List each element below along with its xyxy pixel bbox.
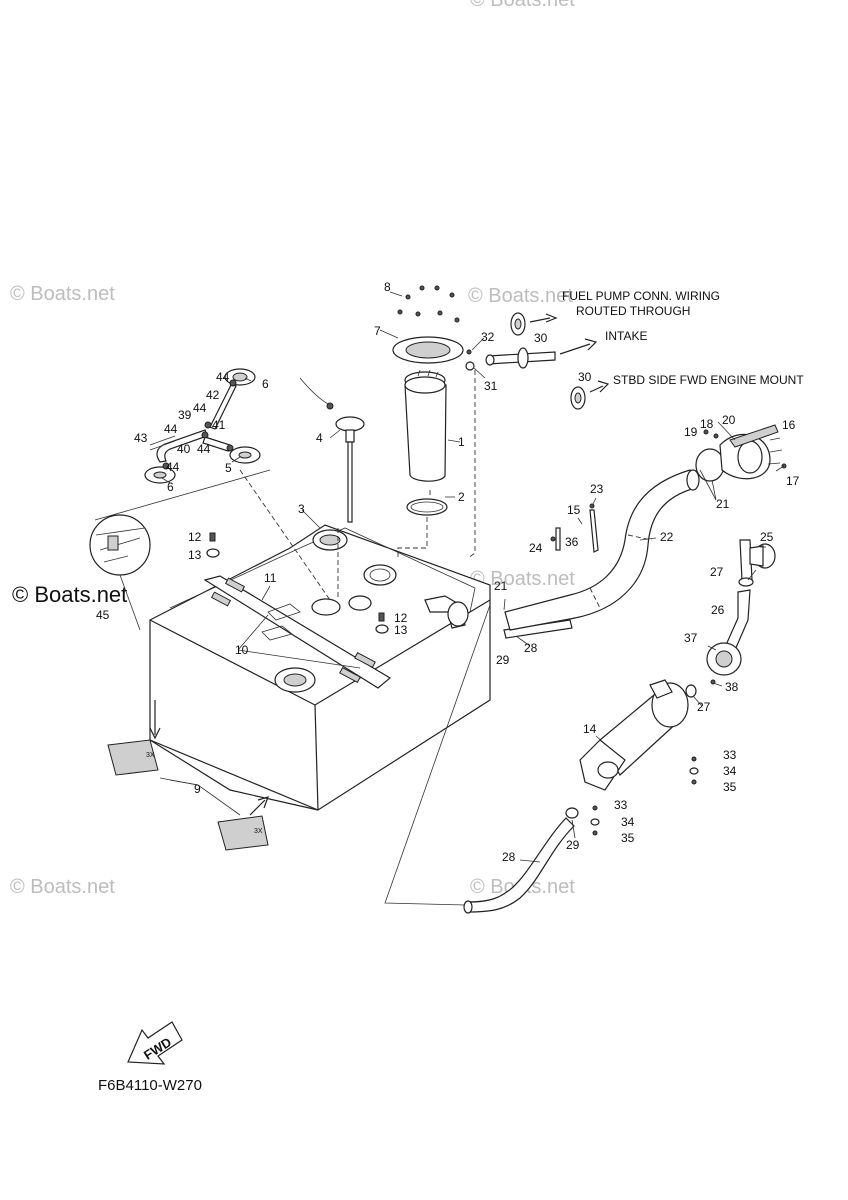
callout-33: 33: [614, 798, 628, 812]
note-fuel-pump-line2: ROUTED THROUGH: [576, 304, 690, 318]
fuel-pump: [392, 285, 476, 560]
callout-21: 21: [494, 579, 508, 593]
callout-34: 34: [621, 815, 635, 829]
callout-36: 36: [565, 535, 579, 549]
callout-20: 20: [722, 413, 736, 427]
callout-45: 45: [96, 608, 110, 622]
filler-hose: [504, 424, 787, 631]
callout-3: 3: [298, 502, 305, 516]
note-stbd: STBD SIDE FWD ENGINE MOUNT: [613, 373, 804, 387]
callout-37: 37: [684, 631, 698, 645]
callout-5: 5: [225, 461, 232, 475]
callout-15: 15: [567, 503, 581, 517]
callout-16: 16: [782, 418, 796, 432]
fuel-sender: [299, 377, 365, 600]
callout-21: 21: [716, 497, 730, 511]
callout-33: 33: [723, 748, 737, 762]
callout-41: 41: [212, 418, 226, 432]
watermark-top-right: © Boats.net: [468, 285, 573, 307]
callout-44: 44: [216, 370, 230, 384]
diagram-code: F6B4110-W270: [98, 1077, 202, 1094]
callout-26: 26: [711, 603, 725, 617]
water-separator: [565, 679, 699, 836]
callout-1: 1: [458, 435, 465, 449]
callout-35: 35: [723, 780, 737, 794]
callout-38: 38: [725, 680, 739, 694]
callout-40: 40: [177, 442, 191, 456]
watermark-bottom-left: © Boats.net: [10, 876, 115, 898]
callout-42: 42: [206, 388, 220, 402]
callout-34: 34: [723, 764, 737, 778]
pads-9: 3X 3X: [107, 700, 269, 851]
callout-9: 9: [194, 782, 201, 796]
screws-8: [397, 285, 460, 323]
callout-28: 28: [524, 641, 538, 655]
notes: FUEL PUMP CONN. WIRING ROUTED THROUGH IN…: [562, 289, 804, 387]
callout-2: 2: [458, 490, 465, 504]
callout-23: 23: [590, 482, 604, 496]
inset-detail: [89, 514, 151, 631]
watermark-top: © Boats.net: [470, 0, 575, 11]
callout-30: 30: [578, 370, 592, 384]
callout-32: 32: [481, 330, 495, 344]
callout-44: 44: [193, 401, 207, 415]
strap-23: [550, 503, 599, 553]
vent-check: [685, 539, 776, 698]
callout-14: 14: [583, 722, 597, 736]
callout-29: 29: [496, 653, 510, 667]
callout-24: 24: [529, 541, 543, 555]
callout-12: 12: [188, 530, 202, 544]
callout-7: 7: [374, 324, 381, 338]
leader-lines: [161, 291, 785, 863]
callout-27: 27: [710, 565, 724, 579]
fuel-tank: [149, 524, 573, 811]
callout-6: 6: [262, 377, 269, 391]
callout-22: 22: [660, 530, 674, 544]
callout-6: 6: [167, 480, 174, 494]
callout-12: 12: [394, 611, 408, 625]
callout-11: 11: [264, 571, 277, 585]
watermarks: © Boats.net © Boats.net © Boats.net © Bo…: [10, 0, 575, 898]
pad-label: 3X: [146, 752, 155, 759]
note-fuel-pump-line1: FUEL PUMP CONN. WIRING: [562, 289, 720, 303]
callout-44: 44: [166, 460, 180, 474]
callout-4: 4: [316, 431, 323, 445]
hose-28: [384, 604, 575, 914]
grommets-intake: [485, 312, 610, 410]
watermark-mid-right: © Boats.net: [470, 568, 575, 590]
callouts: 1 2 3 4 5 6 6 7 8 9 10 11 12 12 13 13 14…: [96, 280, 800, 864]
callout-31: 31: [484, 379, 498, 393]
callout-44: 44: [164, 422, 178, 436]
vent-assembly: [94, 368, 331, 601]
callout-28: 28: [502, 850, 516, 864]
callout-19: 19: [684, 425, 698, 439]
callout-43: 43: [134, 431, 148, 445]
bolts-12-13: [206, 532, 389, 634]
callout-8: 8: [384, 280, 391, 294]
callout-17: 17: [786, 474, 800, 488]
watermark-top-left: © Boats.net: [10, 283, 115, 305]
callout-13: 13: [394, 623, 408, 637]
callout-39: 39: [178, 408, 192, 422]
note-intake: INTAKE: [605, 329, 647, 343]
callout-29: 29: [566, 838, 580, 852]
callout-25: 25: [760, 530, 774, 544]
callout-10: 10: [235, 643, 249, 657]
fwd-arrow: FWD: [127, 1021, 183, 1065]
callout-18: 18: [700, 417, 714, 431]
callout-13: 13: [188, 548, 202, 562]
pad-label: 3X: [254, 828, 263, 835]
callout-44: 44: [197, 442, 211, 456]
callout-30: 30: [534, 331, 548, 345]
callout-35: 35: [621, 831, 635, 845]
watermark-main: © Boats.net: [12, 582, 127, 607]
callout-27: 27: [697, 700, 711, 714]
